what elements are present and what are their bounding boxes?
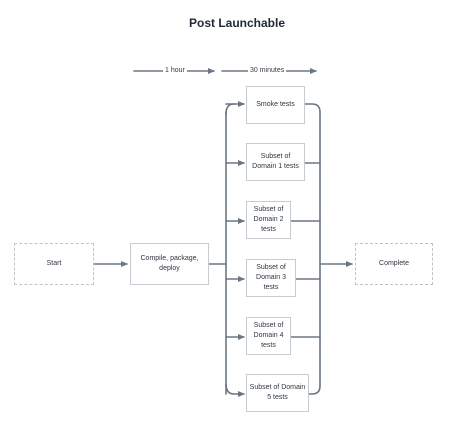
domain1-tests-node: Subset of Domain 1 tests <box>246 143 305 181</box>
domain2-tests-node: Subset of Domain 2 tests <box>246 201 291 239</box>
edge-to-domain5 <box>225 383 245 397</box>
fanin-smoke <box>304 103 321 113</box>
compile-node: Compile, package, deploy <box>130 243 209 285</box>
fanin-domain5 <box>308 385 321 395</box>
legend-label-30-minutes: 30 minutes <box>248 66 287 76</box>
diagram-title: Post Launchable <box>188 16 286 30</box>
domain4-tests-node: Subset of Domain 4 tests <box>246 317 291 355</box>
start-node: Start <box>14 243 94 285</box>
domain3-tests-node: Subset of Domain 3 tests <box>246 259 296 297</box>
legend-label-1-hour: 1 hour <box>163 66 187 76</box>
smoke-tests-node: Smoke tests <box>246 86 305 124</box>
complete-node: Complete <box>355 243 433 285</box>
domain5-tests-node: Subset of Domain 5 tests <box>246 374 309 412</box>
